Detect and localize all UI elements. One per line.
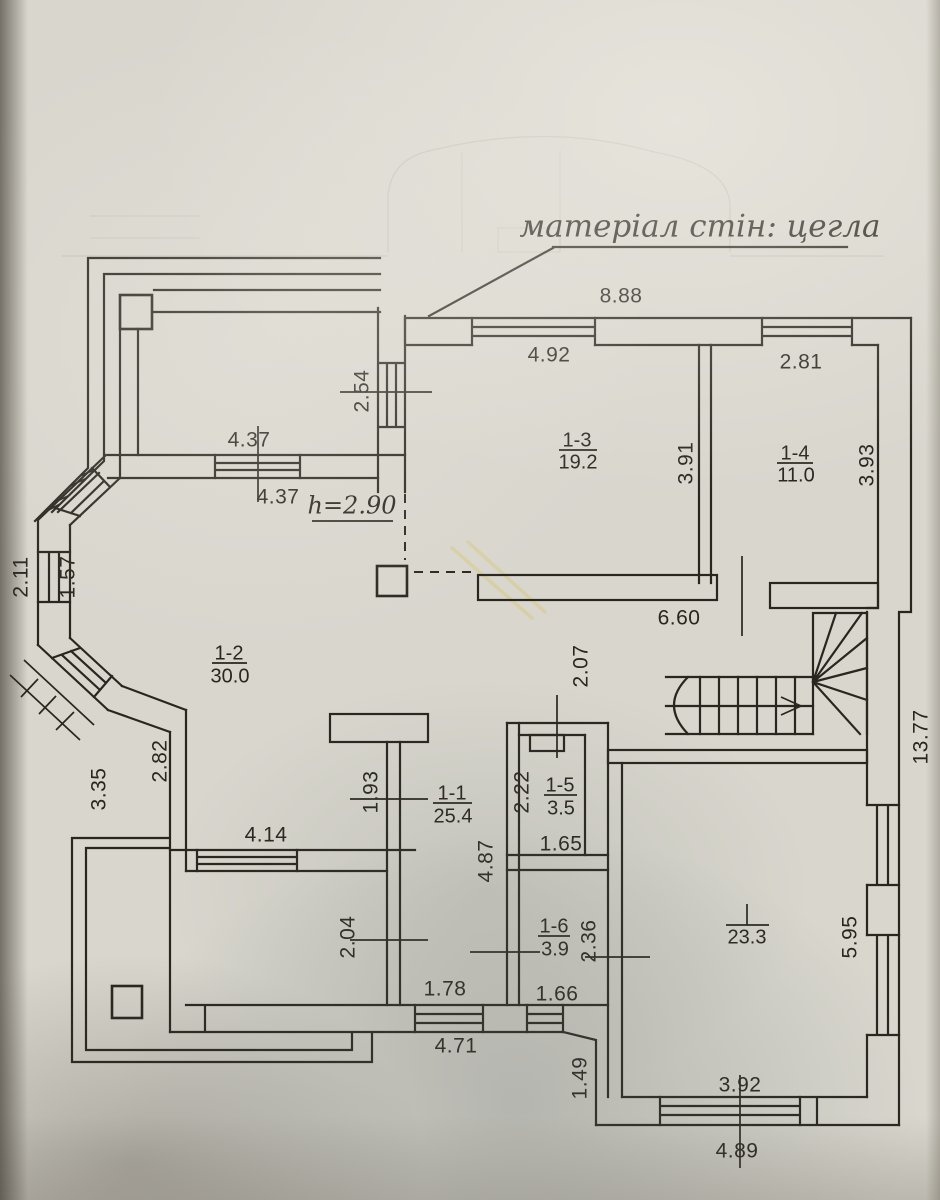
stairs-direction-arrow-icon xyxy=(702,696,802,716)
dim-bottom-total: 4.89 xyxy=(716,1140,759,1163)
window-opening xyxy=(376,306,407,494)
column xyxy=(375,564,409,598)
dim-bay-low-in: 2.82 xyxy=(149,740,172,783)
window xyxy=(658,1095,802,1127)
ceiling-height-note: h=2.90 xyxy=(307,492,396,520)
room-11-id: 1-1 xyxy=(438,782,467,804)
room-labels: 1-3 19.2 1-4 11.0 1-2 30.0 1-1 25.4 1-5 … xyxy=(211,429,815,960)
pier-wall xyxy=(328,712,430,1007)
terrace-column xyxy=(118,293,154,331)
window xyxy=(50,646,114,699)
pencil-smudge xyxy=(450,540,547,620)
dim-bay-low-out: 3.35 xyxy=(88,768,111,811)
window xyxy=(470,316,597,347)
dim-low-win: 4.14 xyxy=(245,824,288,847)
room-11-area: 25.4 xyxy=(434,805,473,827)
dim-bottom-win: 3.92 xyxy=(719,1074,762,1097)
room-12-area: 30.0 xyxy=(211,665,250,687)
west-wall xyxy=(168,708,188,1034)
room-14-id: 1-4 xyxy=(781,442,810,464)
title-leader-line xyxy=(427,246,555,318)
room-13-area: 19.2 xyxy=(559,451,598,473)
window xyxy=(865,803,901,887)
dim-top-win-right: 2.81 xyxy=(780,351,823,374)
room-15-id: 1-5 xyxy=(546,774,575,796)
room-14-area: 11.0 xyxy=(777,464,814,486)
room-16-id: 1-6 xyxy=(540,915,569,937)
dim-r13-depth: 3.91 xyxy=(675,442,698,485)
staircase xyxy=(664,611,869,736)
wall-material-note: матеріал стін: цегла xyxy=(519,209,880,245)
dim-bay-out: 2.11 xyxy=(10,556,33,597)
dim-r16-width: 2.36 xyxy=(578,920,601,963)
window xyxy=(195,848,299,873)
terrace-column xyxy=(110,984,144,1020)
window xyxy=(413,1003,485,1034)
stair-winders xyxy=(811,611,869,736)
dim-stair-gap: 2.07 xyxy=(570,645,593,688)
dim-hall-depth: 4.87 xyxy=(475,840,498,883)
room-bottom-left-walls xyxy=(168,848,417,873)
east-wall xyxy=(865,316,913,1127)
south-wall-hall xyxy=(168,1003,610,1127)
dim-top-win-left: 4.92 xyxy=(528,344,571,367)
height-note: h=2.90 xyxy=(307,492,397,522)
room-12-id: 1-2 xyxy=(215,642,244,664)
window xyxy=(760,316,854,347)
title-block: матеріал стін: цегла xyxy=(427,209,881,318)
dim-tl-win-top: 4.37 xyxy=(228,429,271,452)
dim-bay-in: 1.57 xyxy=(57,556,80,599)
dim-right-room-depth: 5.95 xyxy=(839,916,862,959)
south-wall-right-room xyxy=(594,1095,901,1127)
dim-r14-depth: 3.93 xyxy=(856,444,879,487)
dim-hall-wall: 6.60 xyxy=(658,607,701,630)
window xyxy=(525,1003,565,1034)
dim-bottom-mid-total: 4.71 xyxy=(435,1035,478,1058)
dim-wc-width: 1.65 xyxy=(540,833,583,856)
dim-tl-opening: 2.54 xyxy=(351,370,374,413)
dim-right-total: 13.77 xyxy=(910,709,933,764)
dim-low-room-depth: 2.04 xyxy=(337,916,360,959)
dim-pier: 1.93 xyxy=(360,771,383,814)
duct xyxy=(528,733,566,753)
dim-door-left: 1.78 xyxy=(424,978,467,1001)
room-15-area: 3.5 xyxy=(547,797,575,819)
bay-window-left xyxy=(9,453,188,741)
room-13-id: 1-3 xyxy=(563,429,592,451)
room-right-area: 23.3 xyxy=(728,926,767,948)
dim-door-right: 1.66 xyxy=(536,983,579,1006)
dim-tl-win-bottom: 4.37 xyxy=(257,486,300,509)
dim-step-depth: 1.49 xyxy=(569,1057,592,1100)
north-wall xyxy=(403,316,913,347)
dim-wc-depth: 2.22 xyxy=(511,771,534,814)
room-16-area: 3.9 xyxy=(541,938,569,960)
window xyxy=(865,933,901,1037)
dim-top-total: 8.88 xyxy=(600,285,643,308)
partition-13-14 xyxy=(697,343,713,585)
terrace-top-left xyxy=(33,256,382,523)
